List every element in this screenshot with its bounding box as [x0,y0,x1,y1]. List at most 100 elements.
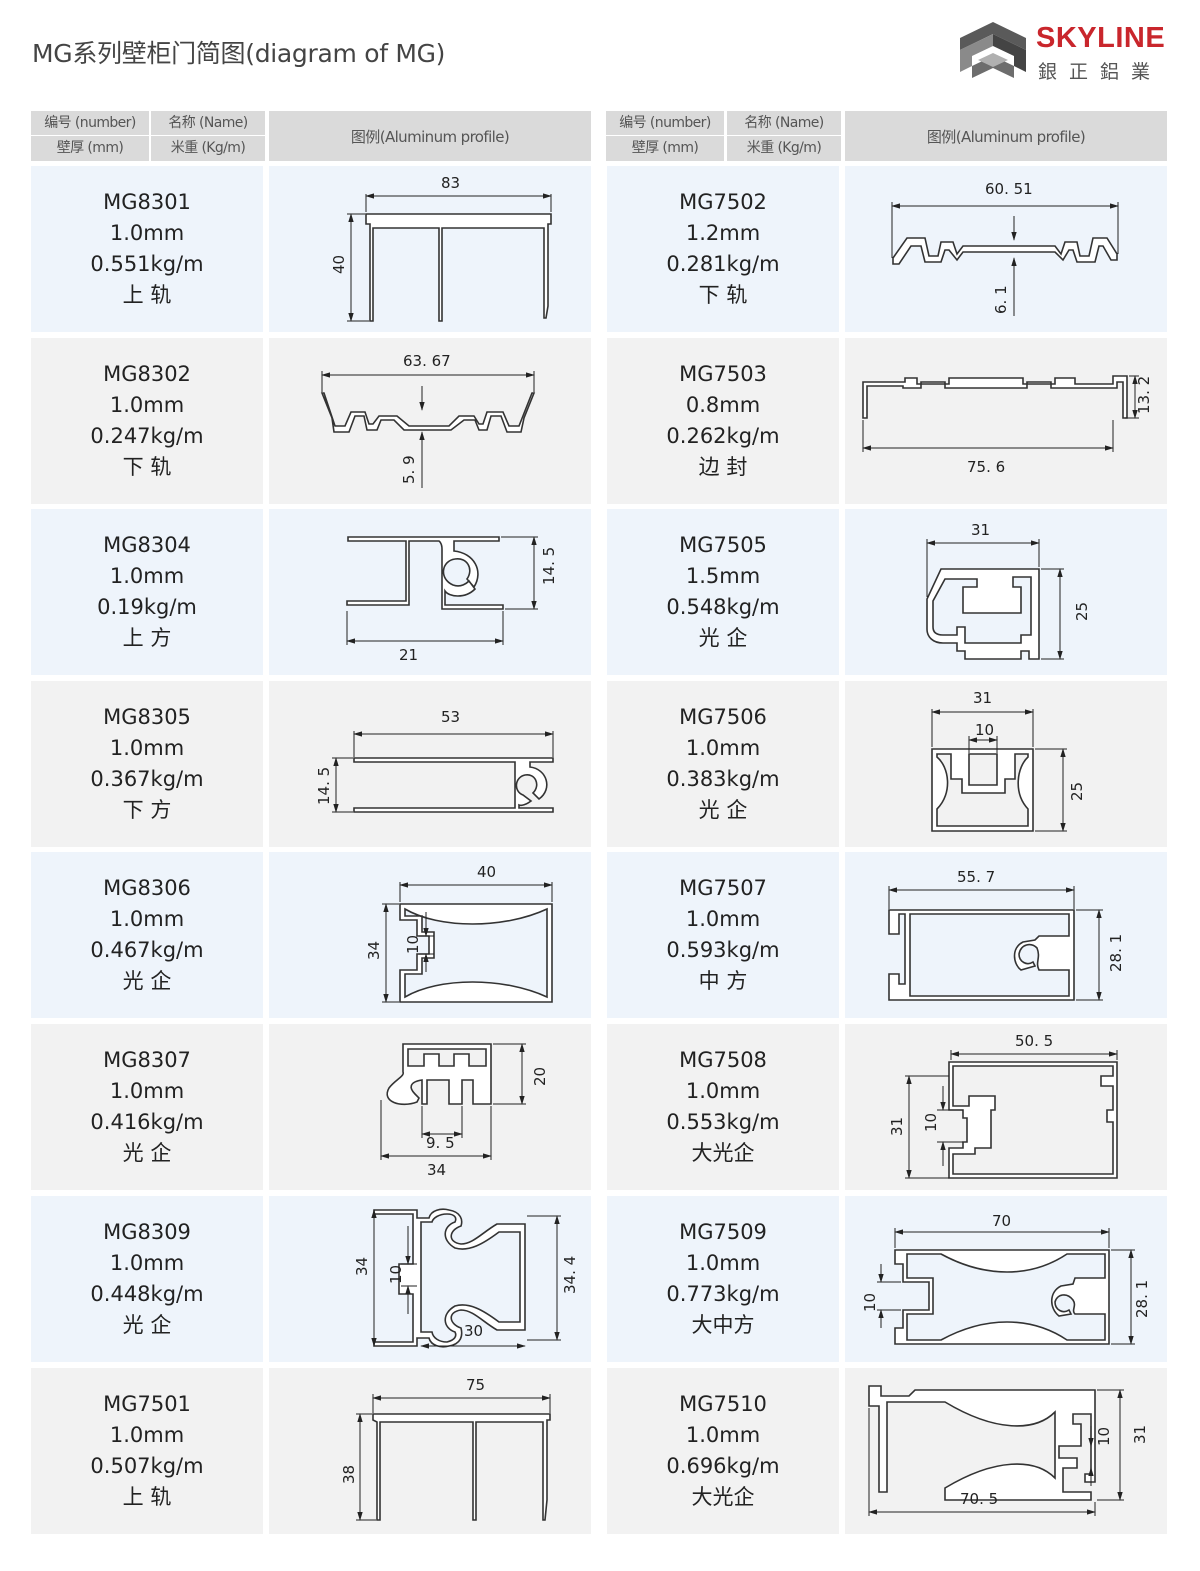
dim-label: 31 [971,521,990,539]
brand-name: SKYLINE [1036,22,1166,54]
dim-label: 10 [404,935,422,954]
profile-info: MG7503 0.8mm 0.262kg/m 边 封 [607,338,839,504]
dim-label: 31 [1131,1425,1149,1444]
dim-label: 13. 2 [1135,376,1153,414]
profile-info: MG7508 1.0mm 0.553kg/m 大光企 [607,1024,839,1190]
profile-weight: 0.593kg/m [666,938,780,962]
dim-label: 83 [441,174,460,192]
profile-diagram: 75. 6 13. 2 [845,338,1167,504]
profile-diagram: 31 25 [845,509,1167,675]
profile-code: MG8307 [103,1048,191,1072]
table-row: MG7510 1.0mm 0.696kg/m 大光企 70. 5 31 10 [607,1368,1167,1534]
profile-diagram: 34 10 34. 4 30 [269,1196,591,1362]
dim-label: 21 [399,646,418,664]
header-number: 编号 (number) [44,115,136,131]
dim-label: 10 [861,1293,879,1312]
profile-name: 上 轨 [122,1485,172,1509]
header-name-cell: 名称 (Name) 米重 (Kg/m) [727,111,841,161]
brand-logo: SKYLINE 銀正鋁業 [958,20,1174,86]
profile-info: MG7502 1.2mm 0.281kg/m 下 轨 [607,166,839,332]
profile-thickness: 1.0mm [685,1079,761,1103]
profile-weight: 0.19kg/m [97,595,197,619]
profile-info: MG7509 1.0mm 0.773kg/m 大中方 [607,1196,839,1362]
dim-label: 38 [340,1465,358,1484]
profile-name: 大光企 [691,1141,755,1165]
header-profile: 图例(Aluminum profile) [269,111,591,161]
profile-info: MG8304 1.0mm 0.19kg/m 上 方 [31,509,263,675]
profile-diagram: 14. 5 21 [269,509,591,675]
table-row: MG8306 1.0mm 0.467kg/m 光 企 40 34 10 [31,852,591,1018]
dim-label: 10 [1095,1427,1113,1446]
profile-diagram: 60. 51 6. 1 [845,166,1167,332]
profile-diagram: 40 34 10 [269,852,591,1018]
dim-label: 34 [353,1257,371,1276]
dim-label: 20 [531,1067,549,1086]
table-row: MG8301 1.0mm 0.551kg/m 上 轨 83 40 [31,166,591,332]
profile-code: MG7509 [679,1220,767,1244]
profile-thickness: 1.0mm [685,907,761,931]
dim-label: 5. 9 [400,455,418,484]
profile-name: 下 轨 [698,283,748,307]
profile-info: MG8305 1.0mm 0.367kg/m 下 方 [31,681,263,847]
header-name-cell: 名称 (Name) 米重 (Kg/m) [151,111,265,161]
table-row: MG8309 1.0mm 0.448kg/m 光 企 34 10 34. 4 3… [31,1196,591,1362]
profile-name: 光 企 [698,798,748,822]
dim-label: 28. 1 [1133,1280,1151,1318]
profile-weight: 0.262kg/m [666,424,780,448]
table-row: MG7501 1.0mm 0.507kg/m 上 轨 75 38 [31,1368,591,1534]
profile-code: MG7507 [679,876,767,900]
profile-thickness: 1.0mm [109,1423,185,1447]
profile-weight: 0.548kg/m [666,595,780,619]
profile-weight: 0.281kg/m [666,252,780,276]
profile-code: MG8302 [103,362,191,386]
profile-thickness: 1.0mm [109,1079,185,1103]
table-row: MG7509 1.0mm 0.773kg/m 大中方 70 10 28. 1 [607,1196,1167,1362]
dim-label: 63. 67 [403,352,451,370]
profile-code: MG8306 [103,876,191,900]
dim-label: 50. 5 [1015,1032,1053,1050]
dim-label: 9. 5 [426,1134,455,1152]
dim-label: 40 [477,863,496,881]
profile-thickness: 0.8mm [685,393,761,417]
dim-label: 55. 7 [957,868,995,886]
dim-label: 34 [427,1161,446,1179]
header-number-cell: 编号 (number) 壁厚 (mm) [606,111,724,161]
profile-code: MG8309 [103,1220,191,1244]
table-row: MG8307 1.0mm 0.416kg/m 光 企 20 9. 5 34 [31,1024,591,1190]
profile-name: 光 企 [698,626,748,650]
profile-thickness: 1.0mm [109,564,185,588]
dim-label: 14. 5 [540,547,558,585]
table-row: MG8305 1.0mm 0.367kg/m 下 方 53 14. 5 [31,681,591,847]
skyline-logo-icon [960,22,1026,78]
profile-diagram: 70 10 28. 1 [845,1196,1167,1362]
dim-label: 25 [1073,602,1091,621]
profile-code: MG7505 [679,533,767,557]
dim-label: 70 [992,1212,1011,1230]
header-weight: 米重 (Kg/m) [170,140,246,156]
table-row: MG7507 1.0mm 0.593kg/m 中 方 55. 7 28. 1 [607,852,1167,1018]
dim-label: 6. 1 [992,285,1010,314]
profile-weight: 0.773kg/m [666,1282,780,1306]
header-name: 名称 (Name) [168,115,248,131]
profile-diagram: 70. 5 31 10 [845,1368,1167,1534]
profile-name: 大光企 [691,1485,755,1509]
profile-name: 下 轨 [122,455,172,479]
profile-thickness: 1.2mm [685,221,761,245]
dim-label: 30 [464,1322,483,1340]
profile-name: 上 轨 [122,283,172,307]
profile-weight: 0.696kg/m [666,1454,780,1478]
dim-label: 40 [330,255,348,274]
profile-diagram: 31 10 25 [845,681,1167,847]
profile-name: 光 企 [122,969,172,993]
profile-thickness: 1.0mm [685,1423,761,1447]
profile-name: 上 方 [122,626,172,650]
table-row: MG7502 1.2mm 0.281kg/m 下 轨 60. 51 6. 1 [607,166,1167,332]
dim-label: 60. 51 [985,180,1033,198]
dim-label: 14. 5 [315,767,333,805]
page-title: MG系列壁柜门简图(diagram of MG) [32,39,446,68]
profile-code: MG8301 [103,190,191,214]
profile-thickness: 1.0mm [685,736,761,760]
header-thickness: 壁厚 (mm) [56,140,124,156]
profile-weight: 0.551kg/m [90,252,204,276]
profile-info: MG8302 1.0mm 0.247kg/m 下 轨 [31,338,263,504]
